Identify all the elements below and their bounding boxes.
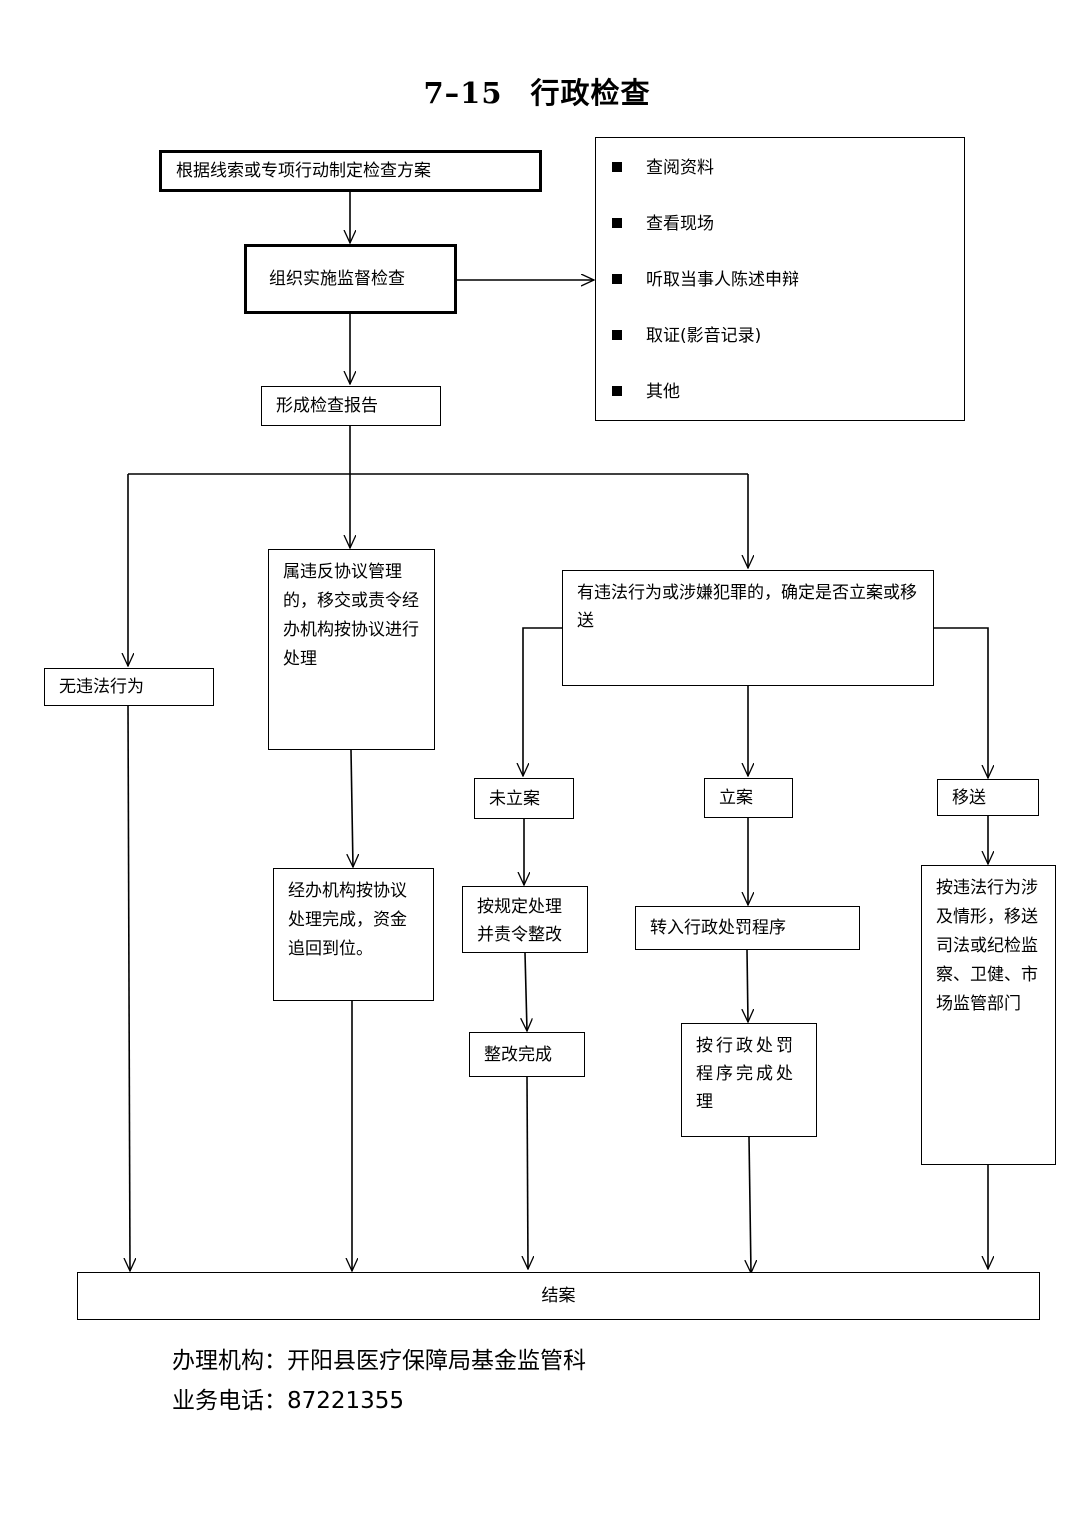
page-title: 7–15 行政检查: [0, 70, 1074, 112]
node-transfer: 移送: [937, 779, 1039, 816]
square-bullet-icon: [612, 386, 622, 396]
square-bullet-icon: [612, 218, 622, 228]
node-no-violation: 无违法行为: [44, 668, 214, 706]
square-bullet-icon: [612, 274, 622, 284]
node-plan: 根据线索或专项行动制定检查方案: [159, 150, 542, 192]
node-penalty-procedure: 转入行政处罚程序: [635, 906, 860, 950]
arrow-penalty-done-to-close: [749, 1136, 751, 1273]
node-agreement-done: 经办机构按协议处理完成，资金追回到位。: [273, 868, 434, 1001]
method-label: 听取当事人陈述申辩: [646, 270, 799, 290]
arrow-penalty-to-done: [747, 949, 748, 1022]
title-text: 行政检查: [530, 76, 651, 110]
node-not-filed: 未立案: [474, 778, 574, 819]
method-label: 查看现场: [646, 214, 714, 234]
footer-agency-label: 办理机构：: [172, 1348, 287, 1374]
methods-list: 查阅资料 查看现场 听取当事人陈述申辩 取证(影音记录) 其他: [596, 146, 964, 426]
node-report: 形成检查报告: [261, 386, 441, 426]
square-bullet-icon: [612, 330, 622, 340]
arrow-rectify-done-to-close: [527, 1076, 528, 1269]
method-label: 查阅资料: [646, 158, 714, 178]
method-item: 取证(影音记录): [596, 314, 964, 370]
node-penalty-done: 按行政处罚程序完成处理: [681, 1023, 817, 1137]
arrow-rectify-to-done: [525, 952, 527, 1031]
node-agreement-violation: 属违反协议管理的，移交或责令经办机构按协议进行处理: [268, 549, 435, 750]
node-filed: 立案: [704, 778, 793, 818]
methods-panel: 查阅资料 查看现场 听取当事人陈述申辩 取证(影音记录) 其他: [595, 137, 965, 421]
node-plan-label: 根据线索或专项行动制定检查方案: [176, 161, 431, 181]
node-report-label: 形成检查报告: [276, 396, 378, 416]
method-item: 查阅资料: [596, 146, 964, 202]
node-penalty-procedure-label: 转入行政处罚程序: [650, 918, 786, 938]
node-rectify-done: 整改完成: [469, 1032, 585, 1077]
method-item: 查看现场: [596, 202, 964, 258]
method-label: 取证(影音记录): [646, 326, 762, 346]
node-rectify-order-label: 按规定处理并责令整改: [477, 897, 562, 945]
node-close-label: 结案: [541, 1286, 576, 1306]
node-rectify-done-label: 整改完成: [484, 1044, 552, 1065]
node-not-filed-label: 未立案: [489, 788, 540, 809]
node-no-violation-label: 无违法行为: [59, 677, 144, 697]
method-label: 其他: [646, 382, 680, 402]
footer-agency-value: 开阳县医疗保障局基金监管科: [287, 1348, 586, 1374]
node-penalty-done-label: 按行政处罚程序完成处理: [696, 1036, 796, 1112]
method-item: 其他: [596, 370, 964, 426]
node-implement: 组织实施监督检查: [244, 244, 457, 314]
node-illegal-decide: 有违法行为或涉嫌犯罪的，确定是否立案或移送: [562, 570, 934, 686]
node-transfer-detail: 按违法行为涉及情形，移送司法或纪检监察、卫健、市场监管部门: [921, 865, 1056, 1165]
method-item: 听取当事人陈述申辩: [596, 258, 964, 314]
arrow-decide-to-not-filed: [523, 627, 562, 776]
node-implement-label: 组织实施监督检查: [269, 269, 405, 289]
arrow-decide-to-transfer: [933, 627, 988, 778]
node-transfer-label: 移送: [952, 787, 986, 808]
arrow-agreement-to-done: [351, 749, 353, 867]
footer-phone: 业务电话：87221355: [172, 1386, 404, 1416]
square-bullet-icon: [612, 162, 622, 172]
node-agreement-violation-label: 属违反协议管理的，移交或责令经办机构按协议进行处理: [283, 562, 419, 669]
node-close: 结案: [77, 1272, 1040, 1320]
node-filed-label: 立案: [719, 788, 753, 808]
node-rectify-order: 按规定处理并责令整改: [462, 886, 588, 953]
title-number: 7–15: [423, 76, 503, 110]
node-transfer-detail-label: 按违法行为涉及情形，移送司法或纪检监察、卫健、市场监管部门: [936, 878, 1038, 1014]
footer-agency: 办理机构：开阳县医疗保障局基金监管科: [172, 1346, 586, 1376]
footer-phone-value: 87221355: [287, 1388, 405, 1414]
arrow-no-violation-to-close: [128, 704, 130, 1271]
node-illegal-decide-label: 有违法行为或涉嫌犯罪的，确定是否立案或移送: [577, 583, 917, 631]
node-agreement-done-label: 经办机构按协议处理完成，资金追回到位。: [288, 881, 407, 959]
footer-phone-label: 业务电话：: [172, 1388, 287, 1414]
